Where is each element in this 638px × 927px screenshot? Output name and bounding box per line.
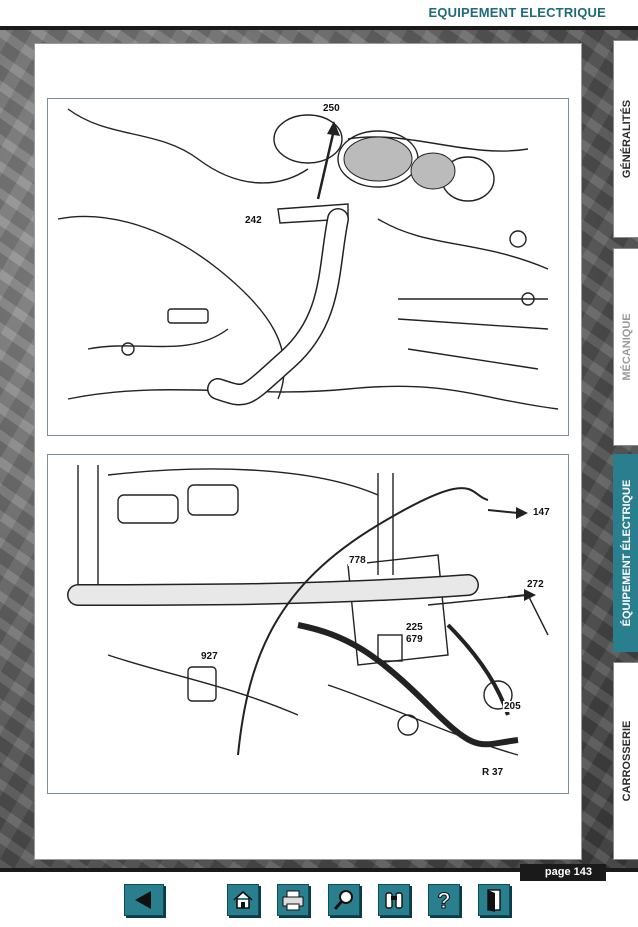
- callout-r37: R 37: [481, 767, 505, 778]
- page-indicator: page 143: [520, 864, 606, 881]
- svg-text:?: ?: [437, 888, 450, 913]
- diagram-bottom: 147 778 272 225 679 927 205 R 37: [47, 454, 569, 794]
- tab-equipement-electrique-label: ÉQUIPEMENT ÉLECTRIQUE: [620, 479, 633, 627]
- callout-679: 679: [405, 634, 424, 645]
- callout-778: 778: [348, 555, 367, 566]
- header: EQUIPEMENT ELECTRIQUE: [0, 0, 638, 30]
- question-icon: ?: [437, 888, 451, 914]
- diagram-bottom-drawing: [67, 465, 549, 756]
- page-number: page 143: [544, 866, 592, 878]
- callout-205: 205: [503, 701, 522, 712]
- search-button[interactable]: [328, 884, 360, 916]
- find-button[interactable]: [378, 884, 410, 916]
- home-button[interactable]: [227, 884, 259, 916]
- tab-mecanique-label: MÉCANIQUE: [620, 313, 633, 381]
- print-button[interactable]: [277, 884, 309, 916]
- back-arrow-icon: [135, 891, 151, 909]
- magnifier-icon: [333, 890, 353, 910]
- callout-272: 272: [526, 579, 545, 590]
- tab-equipement-electrique[interactable]: ÉQUIPEMENT ÉLECTRIQUE: [613, 454, 638, 652]
- header-title: EQUIPEMENT ELECTRIQUE: [428, 5, 606, 20]
- diagram-top: 250 242: [47, 98, 569, 436]
- tab-generalites-label: GÉNÉRALITÉS: [620, 99, 633, 179]
- printer-icon: [282, 890, 304, 911]
- callout-927: 927: [200, 651, 219, 662]
- help-button[interactable]: ?: [428, 884, 460, 916]
- callout-147: 147: [532, 507, 551, 518]
- section-tabs: GÉNÉRALITÉS MÉCANIQUE ÉQUIPEMENT ÉLECTRI…: [613, 40, 638, 868]
- binoculars-icon: [385, 892, 403, 909]
- home-icon: [233, 890, 253, 909]
- tab-carrosserie-label: CARROSSERIE: [620, 720, 633, 802]
- callout-242: 242: [244, 215, 263, 226]
- footer-bar: [0, 868, 638, 872]
- tab-mecanique[interactable]: MÉCANIQUE: [613, 248, 638, 446]
- callout-225: 225: [405, 622, 424, 633]
- exit-door-icon: [487, 889, 501, 912]
- tab-carrosserie[interactable]: CARROSSERIE: [613, 662, 638, 860]
- callout-250: 250: [322, 103, 341, 114]
- tab-generalites[interactable]: GÉNÉRALITÉS: [613, 40, 638, 238]
- back-button[interactable]: [124, 884, 164, 916]
- exit-button[interactable]: [478, 884, 510, 916]
- content-panel: 250 242: [34, 43, 582, 860]
- diagram-top-drawing: [57, 108, 559, 410]
